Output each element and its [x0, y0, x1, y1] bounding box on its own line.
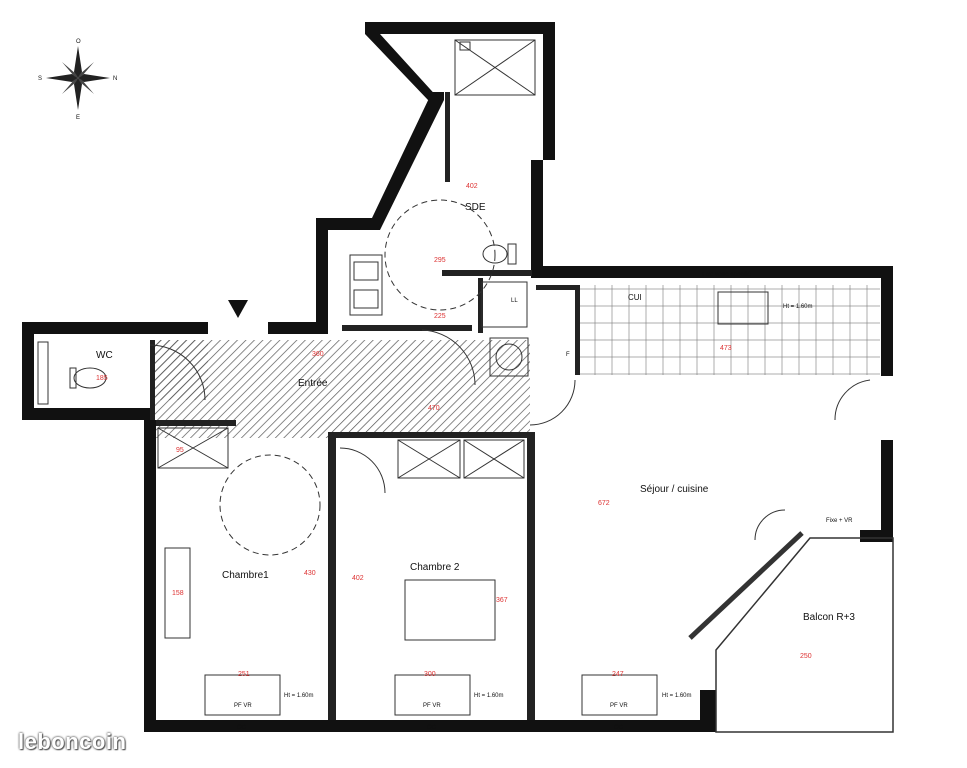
dim-10: 430 — [304, 570, 316, 577]
label-f: F — [566, 352, 570, 358]
room-cui: CUI — [628, 293, 642, 302]
label-pf-1: PF VR — [234, 703, 252, 709]
dim-16: 95 — [176, 447, 184, 454]
dim-9: 247 — [612, 671, 624, 678]
fixtures — [37, 39, 871, 716]
label-ht-kitchen: Ht = 1.60m — [783, 304, 813, 310]
dim-11: 402 — [352, 575, 364, 582]
label-pf-3: PF VR — [610, 703, 628, 709]
dim-4: 473 — [720, 345, 732, 352]
interior-walls — [150, 92, 580, 720]
room-entree: Entrée — [298, 378, 328, 389]
label-fixe-vr: Fixe + VR — [826, 518, 853, 524]
label-gc-2: GC — [427, 725, 437, 731]
dim-7: 251 — [238, 671, 250, 678]
balcony — [688, 531, 894, 733]
dim-6: 470 — [428, 405, 440, 412]
label-gc-1: GC — [237, 725, 247, 731]
label-ht-3: Ht = 1.60m — [662, 693, 692, 699]
label-ll: LL — [511, 298, 518, 304]
label-fixe-top: Fixe verre opacifié — [702, 272, 752, 278]
room-chambre1: Chambre1 — [222, 570, 269, 581]
dim-1: 295 — [434, 257, 446, 264]
compass-w: S — [38, 76, 42, 82]
room-wc: WC — [96, 350, 113, 361]
entry-arrow — [228, 300, 248, 318]
dim-12: 367 — [496, 597, 508, 604]
dim-2: 225 — [434, 313, 446, 320]
dim-17: 672 — [598, 500, 610, 507]
label-ht-1: Ht = 1.60m — [284, 693, 314, 699]
label-pf-2: PF VR — [423, 703, 441, 709]
kitchen-tiles — [575, 285, 880, 375]
compass-n: O — [76, 39, 81, 45]
watermark-logo: leboncoin — [18, 729, 127, 754]
dim-13: 250 — [800, 653, 812, 660]
compass-rose: O N E S — [38, 39, 117, 121]
compass-s: E — [76, 115, 80, 121]
dim-5: 185 — [96, 375, 108, 382]
room-balcon: Balcon R+3 — [803, 612, 855, 623]
room-chambre2: Chambre 2 — [410, 562, 460, 573]
compass-e: N — [113, 76, 117, 82]
room-sejour: Séjour / cuisine — [640, 484, 709, 495]
dim-3: 360 — [312, 351, 324, 358]
label-ht-2: Ht = 1.60m — [474, 693, 504, 699]
dim-14: 158 — [172, 590, 184, 597]
exterior-walls — [22, 22, 893, 732]
dim-8: 300 — [424, 671, 436, 678]
room-sde: SDE — [465, 202, 486, 213]
label-gc-3: GC — [614, 725, 624, 731]
dim-15: 402 — [466, 183, 478, 190]
